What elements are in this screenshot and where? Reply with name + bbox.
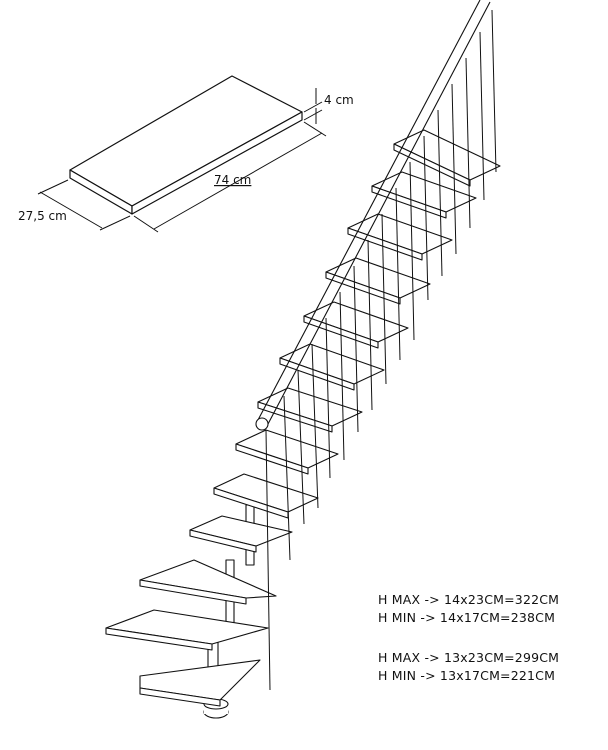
depth-label: 27,5 cm [18, 209, 67, 223]
straight-treads [213, 129, 501, 519]
spec-hmax-14: H MAX -> 14x23CM=322CM [378, 592, 560, 607]
thickness-dimension [303, 88, 323, 124]
staircase [105, 0, 501, 719]
spec-hmin-14: H MIN -> 14x17CM=238CM [378, 610, 556, 625]
winder-steps [105, 515, 293, 707]
handrail [255, 0, 491, 431]
depth-dimension [37, 179, 131, 231]
spec-hmin-13: H MIN -> 13x17CM=221CM [378, 668, 556, 683]
length-dimension [133, 121, 327, 233]
step-top-face [69, 75, 303, 207]
winder-step-4 [189, 515, 293, 547]
step-side-face [131, 111, 303, 215]
step-detail [69, 75, 303, 215]
length-label: 74 cm [214, 173, 251, 187]
spec-hmax-13: H MAX -> 13x23CM=299CM [378, 650, 560, 665]
balusters [265, 9, 497, 691]
thickness-label: 4 cm [324, 93, 354, 107]
winder-step-2 [105, 609, 269, 645]
